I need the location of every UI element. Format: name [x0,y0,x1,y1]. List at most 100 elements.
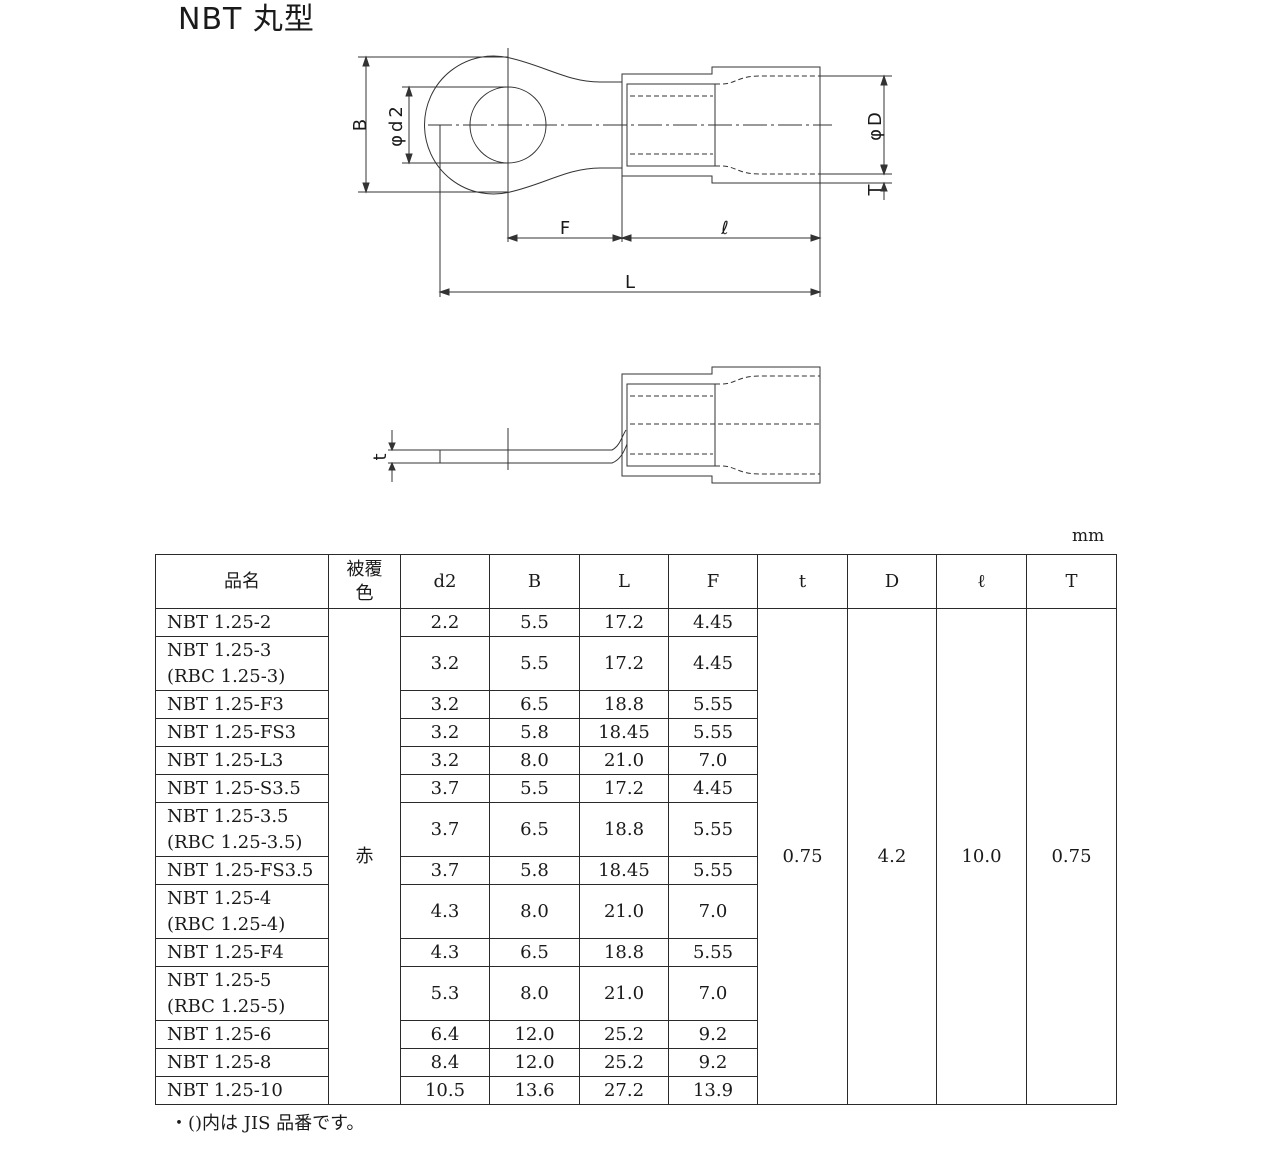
cell-product-name: NBT 1.25-3.5(RBC 1.25-3.5) [155,802,329,857]
cell-common-T: 0.75 [1026,608,1117,1105]
cell-F: 7.0 [668,966,758,1021]
header-T: T [1026,554,1117,609]
dim-label-l: ℓ [720,218,728,239]
cell-L: 27.2 [579,1076,669,1105]
header-B: B [489,554,580,609]
dim-label-t: t [370,453,391,460]
cell-d2: 5.3 [400,966,490,1021]
cell-product-name: NBT 1.25-10 [155,1076,329,1105]
side-sleeve-outline [621,366,821,484]
cell-B: 8.0 [489,746,580,775]
cell-L: 25.2 [579,1020,669,1049]
header-d2: d2 [400,554,490,609]
cell-F: 9.2 [668,1020,758,1049]
cell-L: 18.8 [579,802,669,857]
cell-L: 18.45 [579,856,669,885]
cell-L: 21.0 [579,884,669,939]
cell-d2: 3.2 [400,690,490,719]
cell-product-name: NBT 1.25-4(RBC 1.25-4) [155,884,329,939]
footnote: ・()内は JIS 品番です。 [170,1113,365,1134]
cell-L: 18.8 [579,690,669,719]
header-l: ℓ [936,554,1027,609]
cell-L: 25.2 [579,1048,669,1077]
unit-label: mm [1072,526,1105,546]
cell-F: 13.9 [668,1076,758,1105]
page-title: NBT 丸型 [178,2,315,37]
cell-d2: 3.7 [400,802,490,857]
cell-product-name: NBT 1.25-F3 [155,690,329,719]
cell-product-name: NBT 1.25-6 [155,1020,329,1049]
cell-L: 18.45 [579,718,669,747]
cell-F: 4.45 [668,608,758,637]
cell-product-name: NBT 1.25-S3.5 [155,774,329,803]
cell-common-l: 10.0 [936,608,1027,1105]
cell-d2: 2.2 [400,608,490,637]
cell-B: 12.0 [489,1020,580,1049]
cell-d2: 4.3 [400,884,490,939]
cell-B: 13.6 [489,1076,580,1105]
cell-F: 5.55 [668,856,758,885]
cell-common-t: 0.75 [757,608,848,1105]
dim-label-d2: φd2 [386,103,407,147]
cell-B: 5.5 [489,636,580,691]
header-name: 品名 [155,554,329,609]
cell-B: 6.5 [489,802,580,857]
cell-product-name: NBT 1.25-FS3.5 [155,856,329,885]
cell-B: 8.0 [489,884,580,939]
cell-B: 8.0 [489,966,580,1021]
cell-B: 6.5 [489,938,580,967]
cell-d2: 3.2 [400,746,490,775]
cell-d2: 3.2 [400,636,490,691]
header-D: D [847,554,937,609]
cell-L: 21.0 [579,746,669,775]
cell-F: 4.45 [668,774,758,803]
cell-L: 17.2 [579,608,669,637]
cell-B: 5.8 [489,856,580,885]
cell-product-name: NBT 1.25-FS3 [155,718,329,747]
dim-label-D: φD [865,109,886,141]
cell-B: 12.0 [489,1048,580,1077]
cell-product-name: NBT 1.25-8 [155,1048,329,1077]
cell-F: 7.0 [668,884,758,939]
terminal-drawing: B φd2 φD T F ℓ L t [350,48,892,484]
cell-F: 5.55 [668,690,758,719]
cell-insulation-color: 赤 [328,608,401,1105]
cell-d2: 6.4 [400,1020,490,1049]
header-L: L [579,554,669,609]
cell-d2: 10.5 [400,1076,490,1105]
cell-L: 17.2 [579,774,669,803]
cell-product-name: NBT 1.25-F4 [155,938,329,967]
cell-F: 7.0 [668,746,758,775]
cell-B: 5.5 [489,774,580,803]
cell-d2: 3.7 [400,774,490,803]
cell-common-D: 4.2 [847,608,937,1105]
cell-product-name: NBT 1.25-5(RBC 1.25-5) [155,966,329,1021]
cell-F: 5.55 [668,938,758,967]
cell-L: 18.8 [579,938,669,967]
cell-d2: 3.7 [400,856,490,885]
table-header-row: 品名 被覆色 d2 B L F t D ℓ T [155,554,1117,609]
cell-L: 21.0 [579,966,669,1021]
cell-d2: 3.2 [400,718,490,747]
dim-label-F: F [560,218,570,239]
cell-F: 5.55 [668,718,758,747]
cell-B: 5.8 [489,718,580,747]
header-t: t [757,554,848,609]
dim-label-T: T [865,184,886,197]
header-F: F [668,554,758,609]
cell-B: 6.5 [489,690,580,719]
cell-product-name: NBT 1.25-3(RBC 1.25-3) [155,636,329,691]
ring-tongue-outline [424,55,623,195]
header-color: 被覆色 [328,554,401,609]
